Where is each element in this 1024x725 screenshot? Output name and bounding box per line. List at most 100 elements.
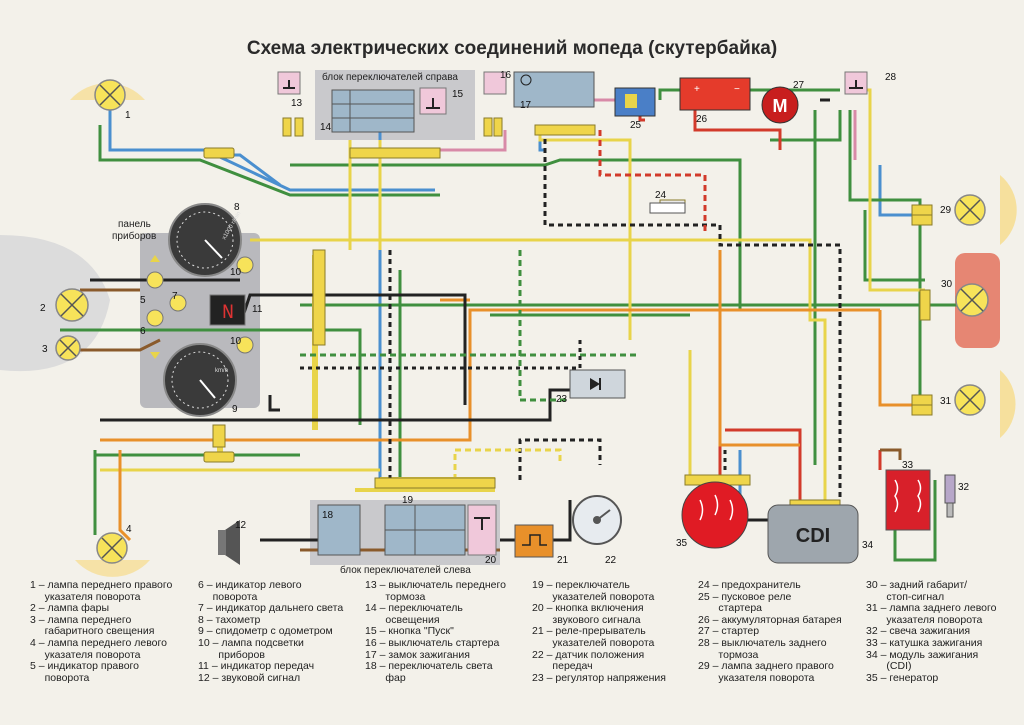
num-2: 2 [40,303,46,314]
legend-line: 11 – индикатор передач [198,660,315,673]
legend-col-2: 6 – индикатор левого поворота 7 – индика… [198,579,344,684]
legend-line: 24 – предохранитель [698,579,801,591]
legend-line: указателя поворота [866,613,983,626]
right-switch-block [277,71,595,133]
cdi-module: CDI [767,504,859,564]
num-24: 24 [655,190,667,201]
num-10a: 10 [230,267,242,278]
legend-line: 26 – аккумуляторная батарея [698,613,842,626]
num-35: 35 [676,538,688,549]
lamp-front-left [96,532,128,564]
legend-line: 15 – кнопка "Пуск" [365,625,454,638]
legend-line: 18 – переключатель света [365,660,493,673]
num-6: 6 [140,326,146,337]
lamp-front-right [94,79,126,111]
num-13: 13 [291,98,303,109]
legend-line: 1 – лампа переднего правого [30,579,173,591]
num-30: 30 [941,279,953,290]
legend-line: указателей поворота [532,590,655,603]
legend-line: 13 – выключатель переднего [365,579,506,591]
legend-line: 12 – звуковой сигнал [198,671,301,684]
legend-col-1: 1 – лампа переднего правого указателя по… [30,579,173,684]
speedometer: km/h [163,343,237,417]
num-9: 9 [232,404,238,415]
legend-line: 14 – переключатель [365,602,463,615]
legend-line: фар [365,671,406,684]
legend-line: 32 – свеча зажигания [866,625,971,638]
legend-line: 35 – генератор [866,671,939,684]
legend-line: указателя поворота [30,590,141,603]
generator [681,481,749,549]
num-34: 34 [862,540,874,551]
legend-line: 6 – индикатор левого [198,579,302,591]
legend-line: 23 – регулятор напряжения [532,671,666,684]
horn [218,520,240,565]
num-28: 28 [885,72,897,83]
spark-plug [944,474,956,518]
legend-line: приборов [198,648,265,661]
legend-line: 34 – модуль зажигания [866,648,979,661]
tachometer: x1000 r/min [168,203,242,277]
legend-line: 25 – пусковое реле [698,590,792,603]
num-22: 22 [605,555,617,566]
num-16: 16 [500,70,512,81]
cdi-label: CDI [796,525,830,547]
turn-signal-relay [514,524,554,558]
legend-line: 21 – реле-прерыватель [532,625,646,638]
gear-indicator: N [209,294,246,326]
speedo-unit-label: km/h [215,368,228,374]
wiring-diagram: x1000 r/min km/h N [0,70,1017,577]
legend-line: (CDI) [866,660,912,673]
num-11: 11 [252,304,263,315]
legend-line: поворота [30,671,90,684]
legend-col-5: 24 – предохранитель 25 – пусковое реле с… [698,579,842,684]
legend-line: передач [532,660,593,673]
num-26: 26 [696,114,708,125]
lamp-rear-left [954,384,986,416]
legend-line: указателей поворота [532,636,655,649]
legend-line: 29 – лампа заднего правого [698,660,834,673]
starter-relay [614,87,656,117]
legend-line: 4 – лампа переднего левого [30,636,167,649]
lamp-tail-stop [955,283,989,317]
legend-line: 28 – выключатель заднего [698,636,827,649]
rear-brake-switch [844,71,868,95]
ignition-coil [885,469,931,531]
num-25: 25 [630,120,642,131]
legend: 1 – лампа переднего правого указателя по… [30,579,1020,720]
legend-line: 10 – лампа подсветки [198,636,304,649]
component-numbers: 1 2 3 4 5 6 7 8 9 10 10 11 12 13 14 15 1… [40,70,970,566]
legend-line: 19 – переключатель [532,579,630,591]
lamp-rear-right [954,194,986,226]
gear-digit: N [222,302,234,325]
num-5: 5 [140,295,146,306]
legend-line: 9 – спидометр с одометром [198,625,333,638]
voltage-regulator [569,369,626,399]
num-23: 23 [556,394,568,405]
num-8: 8 [234,202,240,213]
legend-line: стоп-сигнал [866,590,945,603]
num-27: 27 [793,80,805,91]
num-12: 12 [235,520,247,531]
legend-line: 22 – датчик положения [532,648,645,661]
starter-motor: M [761,86,799,124]
num-33: 33 [902,460,914,471]
legend-line: освещения [365,613,440,626]
instrument-panel-label-1: панель [118,219,151,230]
num-10b: 10 [230,336,242,347]
legend-line: 31 – лампа заднего левого [866,602,997,615]
legend-line: 7 – индикатор дальнего света [198,602,344,615]
legend-line: 3 – лампа переднего [30,613,132,626]
panel-indicators [146,255,254,359]
svg-text:−: − [734,84,740,95]
legend-line: 30 – задний габарит/ [866,579,968,591]
num-15: 15 [452,89,464,100]
legend-line: 2 – лампа фары [30,602,110,615]
num-21: 21 [557,555,569,566]
diagram-labels: блок переключателей справа блок переключ… [112,71,471,576]
legend-line: габаритного свещения [30,625,155,638]
gear-position-sensor [572,495,622,545]
num-29: 29 [940,205,952,216]
legend-line: указателя поворота [30,648,141,661]
num-14: 14 [320,122,332,133]
